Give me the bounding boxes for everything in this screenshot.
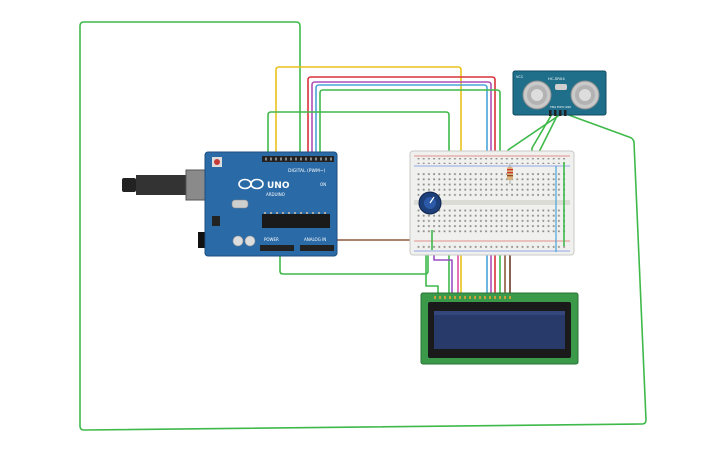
crystal <box>231 199 249 209</box>
wire-purple-top[interactable] <box>311 81 492 294</box>
on-label: ON <box>320 182 326 187</box>
small-chip <box>212 216 220 226</box>
usb-cable-body <box>136 175 188 195</box>
holes-lower <box>416 208 568 234</box>
potentiometer[interactable] <box>418 191 442 215</box>
reset-button-cap[interactable] <box>214 159 220 165</box>
holes-rail-top <box>416 158 568 164</box>
breadboard[interactable] <box>409 150 575 256</box>
chip-pins <box>264 212 326 214</box>
sensor-pins <box>549 110 567 116</box>
brand-label: ARDUINO <box>266 192 285 197</box>
wire-red[interactable] <box>307 76 496 294</box>
wire-green-top[interactable] <box>319 89 501 294</box>
digital-header <box>262 156 334 162</box>
digital-header-label: DIGITAL (PWM~) <box>288 168 326 174</box>
digital-pins <box>265 157 332 161</box>
center-channel <box>414 200 570 205</box>
lcd-display[interactable] <box>420 292 579 365</box>
arduino-uno-board[interactable]: DIGITAL (PWM~) UNO ARDUINO ON POWER ANAL… <box>122 151 338 257</box>
power-header <box>260 245 294 251</box>
wire-green-gnd[interactable] <box>279 242 429 275</box>
holes-upper <box>416 172 568 198</box>
wire-green-mid[interactable] <box>267 111 450 294</box>
transducer-left <box>522 80 552 110</box>
sensor-vcc-label: VCC <box>516 75 524 79</box>
atmega-chip <box>262 214 330 228</box>
ultrasonic-sensor[interactable]: HC-SR04 VCC TRIG ECHO GND <box>512 70 607 116</box>
lcd-screen <box>434 311 565 349</box>
transducer-right <box>570 80 600 110</box>
capacitor-2 <box>244 235 256 247</box>
sensor-pin-labels: TRIG ECHO GND <box>550 105 571 109</box>
wire-yellow[interactable] <box>275 66 462 294</box>
resistor[interactable] <box>507 163 513 184</box>
holes-rail-bottom <box>416 243 568 249</box>
power-header-label: POWER <box>264 237 279 242</box>
lcd-screen-glare <box>434 311 565 315</box>
analog-header <box>300 245 334 251</box>
usb-plug <box>122 178 136 192</box>
capacitor-1 <box>232 235 244 247</box>
lcd-header-pins <box>434 296 511 299</box>
board-label: UNO <box>267 181 290 191</box>
analog-header-label: ANALOG IN <box>304 237 326 242</box>
sensor-model-label: HC-SR04 <box>548 76 565 81</box>
wire-blue[interactable] <box>315 84 488 294</box>
arduino-logo <box>238 178 264 190</box>
wire-brown-a0[interactable] <box>336 239 421 248</box>
wire-gnd-outer-loop[interactable] <box>79 21 647 431</box>
arduino-pcb <box>204 151 338 257</box>
sensor-crystal <box>555 84 567 90</box>
